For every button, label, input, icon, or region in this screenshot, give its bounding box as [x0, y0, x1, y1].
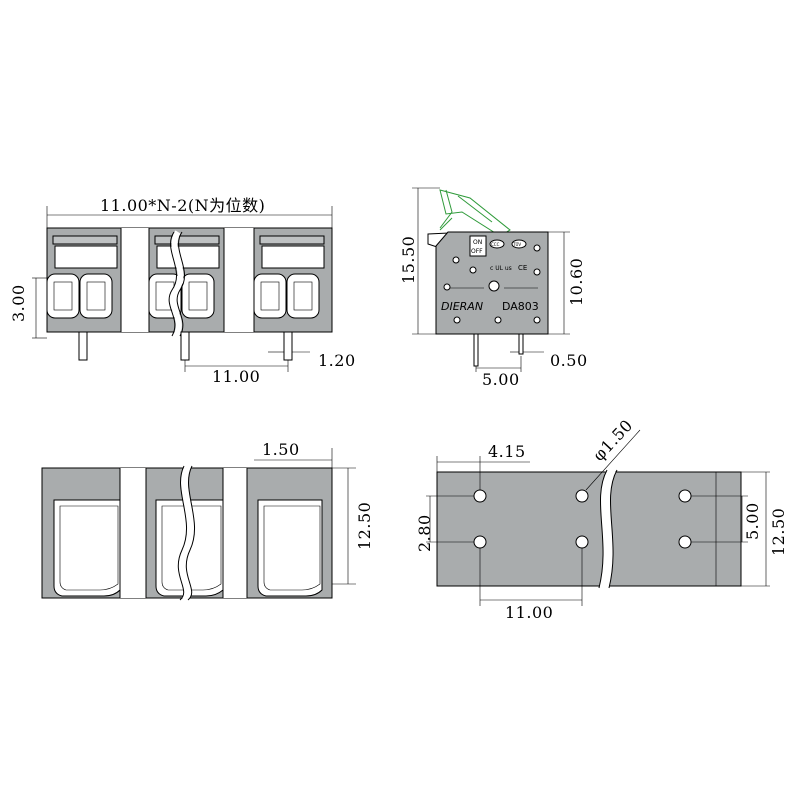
pcb-hole	[575, 489, 589, 503]
front-view: 11.00*N-2(N为位数)	[9, 196, 356, 386]
mark-ccc: CCC	[491, 242, 500, 247]
top-view: 1.50 12.50	[41, 440, 374, 603]
dim-pitch-label: 11.00	[212, 367, 260, 386]
dim-hole-spacing: 5.00	[743, 502, 762, 540]
dim-pin-label: 1.20	[318, 351, 356, 370]
pcb-hole	[473, 489, 487, 503]
dim-hole: φ1.50	[589, 416, 637, 465]
model-label: DA803	[502, 300, 539, 313]
side-view: ON OFF CCC TÜV c UL us CE DIERAN DA803 1…	[399, 187, 588, 389]
dim-row: 2.80	[415, 514, 434, 552]
dim-depth-top: 12.50	[355, 502, 374, 550]
mark-ul: c UL us	[490, 265, 512, 272]
pcb-layout: 4.15 φ1.50 2.80 11.00 5.00 12.50	[415, 416, 788, 622]
dim-body-height: 10.60	[567, 258, 586, 306]
dim-pin-spacing: 5.00	[482, 370, 520, 389]
pcb-hole	[678, 535, 692, 549]
dim-overall-height: 15.50	[399, 236, 418, 284]
dim-pin-width: 0.50	[550, 351, 588, 370]
label-off: OFF	[471, 248, 483, 255]
mark-ce: CE	[518, 264, 527, 272]
dim-height-label: 3.00	[9, 284, 28, 322]
pcb-hole	[678, 489, 692, 503]
dim-width-label: 11.00*N-2(N为位数)	[100, 196, 265, 215]
brand-label: DIERAN	[441, 300, 483, 313]
mark-tuv: TÜV	[512, 242, 521, 247]
pcb-hole	[575, 535, 589, 549]
lever	[439, 189, 511, 237]
dim-thickness: 1.50	[262, 440, 300, 459]
label-on: ON	[473, 239, 482, 246]
pcb-hole	[473, 535, 487, 549]
dim-offset: 4.15	[488, 442, 526, 461]
dim-pitch-pcb: 11.00	[505, 603, 553, 622]
dim-depth-pcb: 12.50	[769, 508, 788, 556]
